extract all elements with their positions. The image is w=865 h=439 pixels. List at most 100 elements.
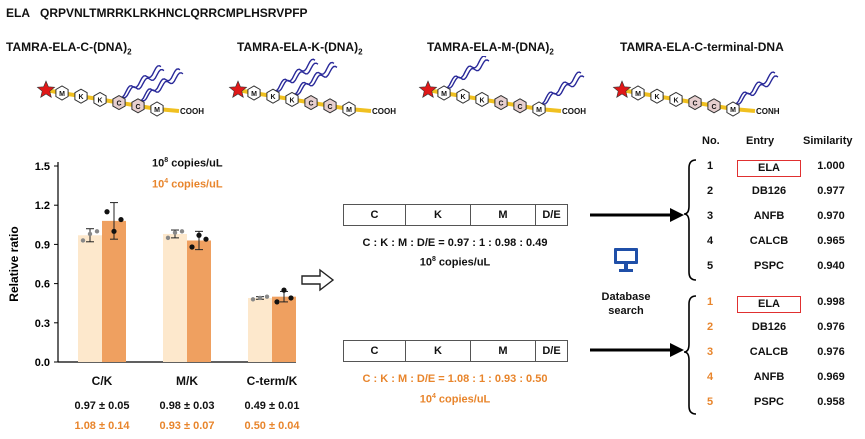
bar xyxy=(248,297,272,362)
table-row-entry: ANFB xyxy=(753,371,785,383)
residue-label: C xyxy=(498,101,503,108)
barcode-segment-de: D/E xyxy=(535,204,568,226)
stat-low: 1.08 ± 0.14 xyxy=(74,420,130,432)
residue-label: K xyxy=(78,94,83,101)
residue-label: C xyxy=(711,104,716,111)
barcode-segment-m: M xyxy=(470,340,536,362)
sequence-name: ELA xyxy=(6,6,30,20)
residue-bead xyxy=(131,98,145,114)
unit-high: 108 copies/uL xyxy=(419,256,491,269)
y-tick-label: 0.6 xyxy=(35,279,50,291)
residue-bead xyxy=(688,95,702,111)
category-label: M/K xyxy=(176,374,198,388)
unit-low: 104 copies/uL xyxy=(419,393,491,406)
tamra-star-icon xyxy=(418,80,438,98)
y-tick-label: 1.5 xyxy=(35,161,50,173)
residue-label: K xyxy=(270,94,275,101)
bar xyxy=(163,233,187,362)
tamra-star-icon xyxy=(36,80,56,98)
residue-label: M xyxy=(59,91,65,98)
residue-bead xyxy=(532,101,546,117)
table-row-entry: DB126 xyxy=(751,185,787,197)
residue-label: C xyxy=(135,104,140,111)
data-point xyxy=(281,287,287,293)
dna-strand xyxy=(272,62,319,92)
table-row-number: 4 xyxy=(706,235,714,247)
data-point xyxy=(196,232,202,238)
dna-strand xyxy=(272,58,316,92)
residue-bead xyxy=(669,91,683,107)
barcode-segment-k: K xyxy=(405,340,471,362)
residue-label: M xyxy=(536,107,542,114)
residue-bead xyxy=(112,95,126,111)
construct-title-2: TAMRA-ELA-K-(DNA)2 xyxy=(237,40,363,57)
stat-low: 0.93 ± 0.07 xyxy=(159,420,215,432)
dna-strand xyxy=(137,68,181,102)
residue-bead xyxy=(55,85,69,101)
residue-label: K xyxy=(460,94,465,101)
stat-low: 0.50 ± 0.04 xyxy=(244,420,300,432)
barcode-segment-c: C xyxy=(343,204,406,226)
hollow-arrow-icon xyxy=(301,268,335,292)
table-row-entry: CALCB xyxy=(749,346,789,358)
data-point xyxy=(189,244,195,250)
table-row-similarity: 0.976 xyxy=(817,321,845,333)
residue-label: C xyxy=(116,101,121,108)
table-row-similarity: 0.970 xyxy=(817,210,845,222)
dna-strand xyxy=(118,68,165,99)
legend-low: 104 copies/uL xyxy=(152,178,223,191)
data-point xyxy=(104,209,110,215)
table-row-similarity: 0.977 xyxy=(817,185,845,197)
residue-label: K xyxy=(289,97,294,104)
data-point xyxy=(165,235,171,241)
tamra-star-icon xyxy=(612,80,632,98)
data-point xyxy=(250,297,256,302)
bar xyxy=(187,240,211,362)
residue-bead xyxy=(323,98,337,114)
dna-strand xyxy=(538,75,585,105)
bar xyxy=(78,235,102,362)
category-label: C/K xyxy=(91,374,113,388)
data-point xyxy=(111,228,117,234)
barcode-segment-k: K xyxy=(405,204,471,226)
table-braces xyxy=(683,159,697,415)
construct-title-1: TAMRA-ELA-C-(DNA)2 xyxy=(6,40,132,57)
terminal-label: CONH xyxy=(756,107,780,116)
data-point xyxy=(288,295,294,301)
ratio-high: C : K : M : D/E = 0.97 : 1 : 0.98 : 0.49 xyxy=(362,237,548,249)
barcode-segment-c: C xyxy=(343,340,406,362)
table-row-entry: ELA xyxy=(737,296,801,313)
terminal-label: COOH xyxy=(372,107,396,116)
residue-label: M xyxy=(346,107,352,114)
barcode-segment-de: D/E xyxy=(535,340,568,362)
data-point xyxy=(94,229,100,234)
bar xyxy=(272,296,296,362)
table-row-similarity: 0.940 xyxy=(817,260,845,272)
barcode-high: C K M D/E xyxy=(343,204,568,226)
stat-high: 0.97 ± 0.05 xyxy=(74,400,130,412)
arrows-to-table xyxy=(590,208,684,357)
terminal-label: COOH xyxy=(180,107,204,116)
residue-bead xyxy=(266,88,280,104)
y-tick-label: 0.9 xyxy=(35,239,50,251)
residue-bead xyxy=(285,91,299,107)
residue-bead xyxy=(437,85,451,101)
data-point xyxy=(179,229,185,234)
table-row-number: 5 xyxy=(706,260,714,272)
residue-label: C xyxy=(327,104,332,111)
table-row-similarity: 0.976 xyxy=(817,346,845,358)
residue-bead xyxy=(650,88,664,104)
data-point xyxy=(203,236,209,242)
dna-strand xyxy=(538,71,582,105)
dna-strand xyxy=(291,65,338,96)
table-row-number: 4 xyxy=(706,371,714,383)
table-row-entry: ELA xyxy=(737,160,801,177)
residue-label: K xyxy=(479,97,484,104)
table-row-number: 2 xyxy=(706,185,714,197)
residue-bead xyxy=(456,88,470,104)
dna-strand xyxy=(443,56,487,89)
table-row-number: 3 xyxy=(706,210,714,222)
table-row-entry: CALCB xyxy=(749,235,789,247)
